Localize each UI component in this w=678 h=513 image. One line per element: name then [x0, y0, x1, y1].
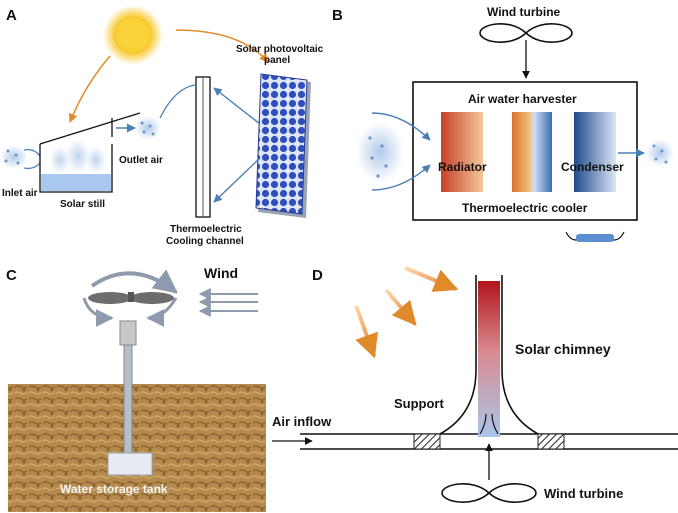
rotation-arrow-top — [90, 269, 178, 294]
cooler-label: Thermoelectric cooler — [462, 201, 588, 215]
pv-label-line2: panel — [264, 55, 290, 66]
condenser-block — [574, 112, 616, 192]
support-label: Support — [394, 396, 444, 411]
air-inflow-label: Air inflow — [272, 414, 332, 429]
sun-icon — [103, 5, 163, 65]
sun-to-still-arrow — [68, 55, 111, 123]
solar-chimney — [439, 275, 539, 437]
wind-turbine-rotor-c — [88, 292, 174, 304]
inlet-arrow-b-top — [371, 112, 431, 141]
panel-d: D Solar chimney Support Air inflow — [272, 266, 678, 503]
wind-turbine-icon-b — [479, 23, 573, 43]
generator-housing — [119, 320, 137, 346]
support-right — [537, 433, 565, 450]
solar-still — [39, 112, 141, 193]
channel-label-line2: Cooling channel — [166, 236, 244, 247]
wind-label: Wind — [204, 265, 238, 281]
outlet-air-label: Outlet air — [119, 155, 163, 166]
panel-a: A Inlet air Sol — [0, 5, 324, 247]
sun-rays — [354, 266, 459, 359]
panel-c-letter: C — [6, 267, 17, 284]
chimney-label: Solar chimney — [515, 341, 611, 357]
tank-label: Water storage tank — [60, 482, 168, 496]
inlet-air-icon — [0, 145, 28, 169]
thermoelectric-cooling-channel — [195, 76, 211, 218]
channel-label-line1: Thermoelectric — [170, 224, 242, 235]
rotation-arrow-left — [82, 297, 114, 327]
radiator-block — [441, 112, 483, 192]
soil-ground — [8, 384, 266, 512]
wind-turbine-label-b: Wind turbine — [487, 5, 561, 19]
solar-pv-panel — [255, 73, 311, 218]
wind-turbine-label-d: Wind turbine — [544, 486, 623, 501]
support-left — [413, 433, 441, 450]
panel-d-letter: D — [312, 267, 323, 284]
wind-turbine-icon-d — [441, 483, 537, 503]
inlet-air-label: Inlet air — [2, 188, 38, 199]
pv-to-channel-arrow-top — [213, 87, 261, 125]
outlet-mist-b — [646, 139, 674, 167]
pv-to-channel-arrow-bottom — [213, 157, 261, 203]
water-storage-tank — [107, 452, 153, 476]
panel-a-letter: A — [6, 7, 17, 24]
water-collector-tray — [565, 231, 625, 242]
rotation-arrow-right — [146, 297, 178, 327]
pv-label-line1: Solar photovoltaic — [236, 44, 324, 55]
panel-b-letter: B — [332, 7, 343, 24]
condenser-label: Condenser — [561, 160, 624, 174]
outlet-to-channel-curve — [159, 84, 196, 119]
inlet-curve — [23, 148, 41, 157]
inlet-arrow-b-bottom — [371, 164, 431, 191]
outlet-air-icon — [135, 116, 161, 140]
solar-still-label: Solar still — [60, 199, 105, 210]
panel-c: C Water storage tank Wind — [6, 265, 266, 512]
sun-to-panel-arrow — [175, 29, 269, 63]
inlet-curve-2 — [23, 162, 41, 170]
thermoelectric-module — [512, 112, 552, 192]
inlet-mist-b — [356, 122, 404, 182]
shaft — [123, 344, 133, 456]
harvester-label: Air water harvester — [468, 92, 577, 106]
panel-b: B Wind turbine Air water harvester Radia… — [332, 5, 674, 242]
radiator-label: Radiator — [438, 160, 487, 174]
